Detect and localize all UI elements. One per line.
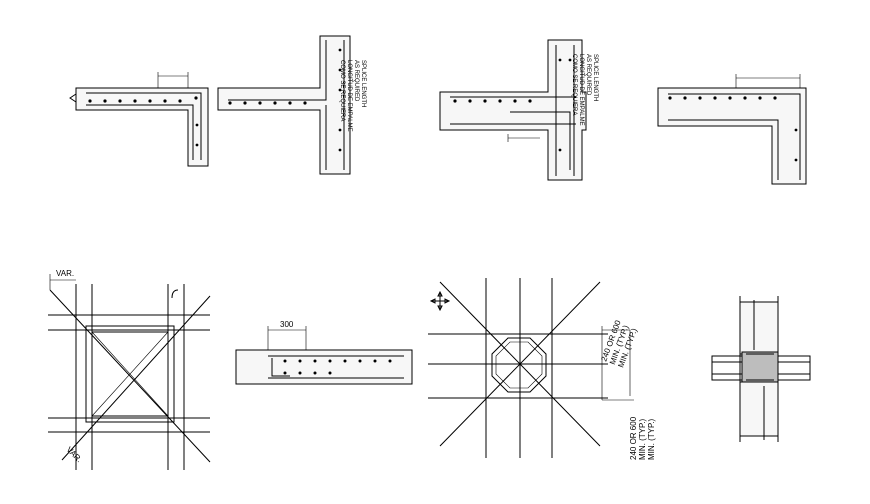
rebar-dots [453, 58, 572, 152]
rebar-dots [228, 48, 342, 152]
splice-note-2: SPLICE LENGTH AS REQUIRED LONGITUD DE EM… [571, 54, 598, 127]
concrete-cross-section [439, 39, 587, 181]
concrete-slab-strip [235, 349, 413, 385]
horizontal-bars [428, 333, 608, 399]
rebar-hook [510, 111, 571, 170]
horizontal-bars [48, 314, 210, 433]
detail-pipe-sleeve [711, 296, 811, 442]
octagon-dim-lower: 240 OR 600 MIN. (TYP.) MIN. (TYP.) [629, 415, 656, 460]
concrete-l-section-right [657, 87, 807, 185]
rebar-vertical [555, 45, 575, 176]
opening-outer [85, 325, 175, 423]
wall-rebars [753, 300, 765, 440]
vertical-bars [75, 284, 185, 470]
concrete-l-section [75, 87, 209, 167]
var-dim-top [49, 274, 76, 290]
detail-t-junction-left: SPLICE LENGTH AS REQUIRED LONGITUD DE EM… [217, 35, 366, 175]
rebar-dots [88, 96, 199, 147]
seal-edges [746, 353, 774, 381]
sleeve-seal [741, 351, 779, 383]
rebar-bottom [668, 119, 779, 180]
octagon-outer [491, 337, 547, 393]
move-cross-icon [429, 290, 451, 312]
diagonal-bars [439, 281, 601, 447]
detail-slab-end-300: 300 [235, 320, 413, 385]
octagon-inner [495, 341, 543, 389]
rebar-hook [271, 358, 290, 377]
opening-cross [91, 331, 169, 417]
stub-dim [267, 326, 307, 350]
detail-l-corner-left [69, 72, 209, 167]
var-label-top: VAR. [56, 269, 74, 278]
detail-square-opening: VAR. VAR. [48, 269, 211, 470]
splice-dim [735, 74, 801, 88]
detail-l-corner-right [657, 74, 807, 185]
splice-dim [157, 72, 189, 88]
break-mark [69, 93, 77, 103]
concrete-wall-lower [739, 381, 779, 437]
rebar-hook [228, 40, 327, 101]
splice-dim [507, 134, 540, 142]
rebar-longitudinal [268, 355, 404, 379]
concrete-wall-upper [739, 301, 779, 355]
bar-hook [171, 289, 179, 299]
octagon-dim-upper: 240 OR 600 MIN. (TYP.) MIN. (TYP.) [599, 317, 640, 369]
diagonal-bars [49, 289, 211, 463]
splice-note-1: SPLICE LENGTH AS REQUIRED LONGITUD DE EM… [339, 60, 366, 133]
rebar-top [86, 92, 202, 160]
rebar-dots [668, 96, 798, 162]
stub-300-label: 300 [280, 320, 294, 329]
concrete-t-section [217, 35, 351, 175]
vertical-bars [485, 278, 553, 458]
detail-octagon-opening: 240 OR 600 MIN. (TYP.) MIN. (TYP.) 240 O… [428, 278, 656, 460]
detail-cross-junction: SPLICE LENGTH AS REQUIRED LONGITUD DE EM… [439, 39, 598, 181]
octagon-dim [601, 326, 634, 401]
rebar-top [668, 93, 801, 180]
rebar-bottom [86, 104, 194, 160]
rebar-dots [283, 359, 392, 375]
